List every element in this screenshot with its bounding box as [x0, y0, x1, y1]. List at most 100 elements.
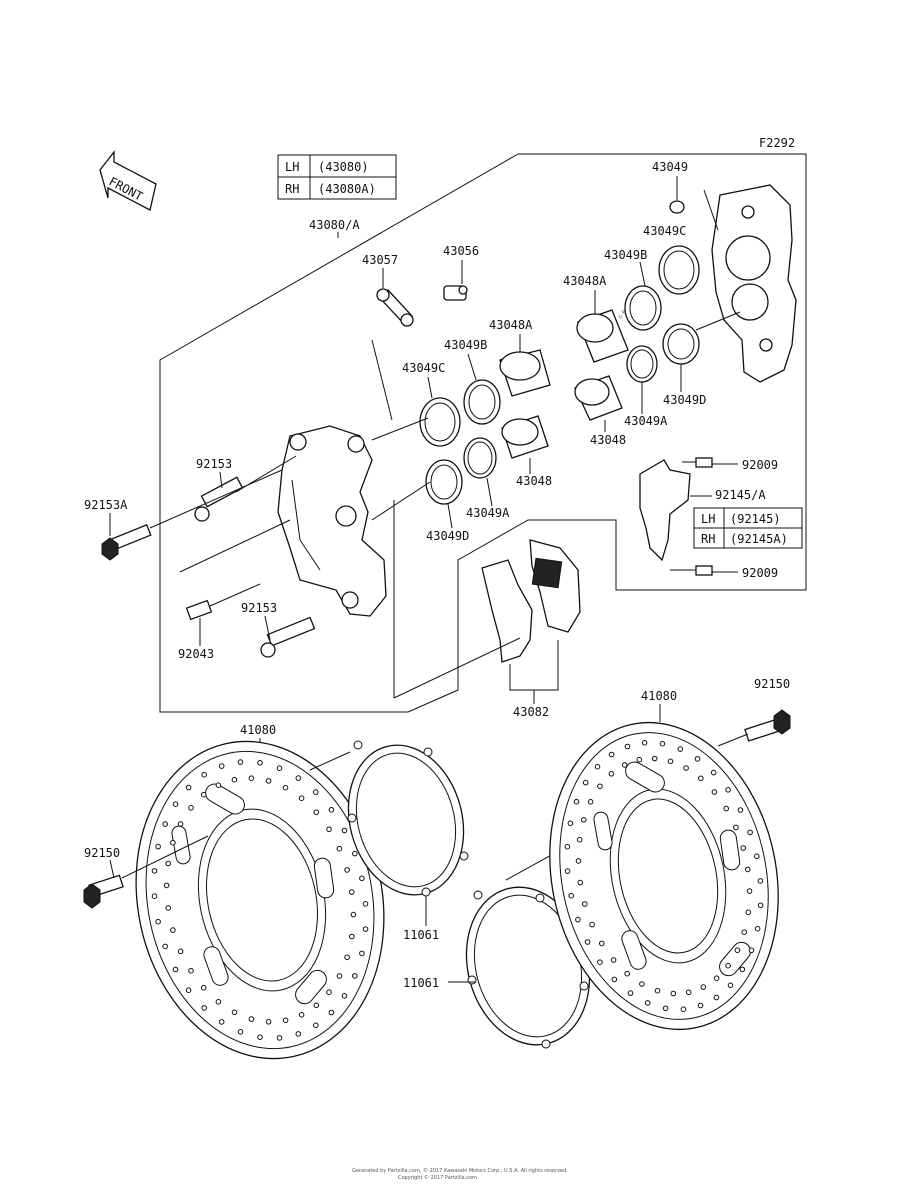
disc-perforation	[741, 929, 748, 936]
disc-perforation	[231, 1009, 238, 1016]
disc-perforation	[200, 791, 207, 798]
disc-perforation	[697, 1002, 704, 1009]
disc-perforation	[344, 867, 350, 873]
bleeder-cap-43056-icon	[443, 285, 468, 301]
caliper-lh-part: (43080)	[318, 160, 369, 174]
callout-92009-lower: 92009	[742, 566, 778, 580]
disc-perforation	[744, 866, 751, 873]
disc-perforation	[276, 765, 283, 772]
disc-perforation	[644, 1000, 651, 1006]
disc-perforation	[725, 787, 731, 793]
disc-perforation	[328, 1009, 335, 1016]
callout-43049c-right: 43049C	[643, 224, 686, 238]
disc-perforation	[624, 743, 631, 750]
disc-perforation	[748, 947, 755, 954]
disc-perforation	[231, 776, 238, 783]
cover-rh-part: (92145A)	[730, 532, 788, 546]
disc-perforation	[326, 826, 332, 833]
disc-perforation	[336, 973, 343, 979]
disc-perforation	[218, 1019, 225, 1025]
disc-perforation	[734, 947, 741, 954]
disc-perforation	[215, 782, 222, 789]
bolt-92153a-icon	[101, 524, 152, 561]
disc-perforation	[326, 989, 332, 996]
disc-perforation	[747, 829, 753, 836]
callout-92153a: 92153A	[84, 498, 128, 512]
cover-lh-part: (92145)	[730, 512, 781, 526]
disc-perforation	[611, 976, 618, 983]
disc-perforation	[151, 868, 158, 874]
footer-line-2: Copyright © 2017 Partzilla.com	[398, 1174, 477, 1181]
disc-perforation	[639, 981, 645, 987]
disc-perforation	[350, 911, 357, 918]
disc-perforation	[185, 784, 192, 791]
bolt-92153-upper-icon	[194, 476, 244, 522]
seal-43049-icon	[669, 200, 685, 214]
disc-perforation	[581, 817, 587, 823]
callout-43049d-left: 43049D	[426, 529, 469, 543]
disc-perforation	[257, 760, 263, 766]
disc-perforation	[359, 950, 365, 957]
disc-perforation	[177, 821, 184, 827]
disc-perforation	[757, 878, 764, 884]
disc-perforation	[201, 771, 207, 778]
disc-perforation	[757, 902, 764, 909]
disc-perforation	[651, 755, 658, 762]
disc-perforation	[162, 821, 168, 827]
disc-perforation	[627, 990, 634, 996]
disc-perforation	[341, 827, 348, 834]
callout-43057: 43057	[362, 253, 398, 267]
callout-11061-lower: 11061	[403, 976, 439, 990]
disc-perforation	[165, 860, 171, 867]
callout-43049a-right: 43049A	[624, 414, 668, 428]
disc-perforation	[713, 994, 720, 1001]
disc-perforation	[685, 989, 692, 996]
piston-43048-right-icon	[574, 375, 623, 421]
callout-43048a-right: 43048A	[563, 274, 607, 288]
disc-perforation	[188, 805, 194, 811]
disc-perforation	[313, 789, 319, 795]
disc-perforation	[201, 1005, 207, 1011]
disc-perforation	[282, 1017, 289, 1024]
disc-perforation	[313, 1002, 320, 1009]
caliper-rh-part: (43080A)	[318, 182, 376, 196]
disc-perforation	[694, 756, 701, 762]
disc-perforation	[575, 858, 582, 864]
disc-perforation	[700, 984, 707, 990]
disc-perforation	[733, 824, 739, 831]
cover-92145-icon	[639, 459, 691, 562]
disc-perforation	[237, 1029, 244, 1035]
disc-perforation	[727, 982, 734, 989]
disc-perforation	[336, 845, 343, 852]
disc-perforation	[662, 1005, 669, 1012]
callout-92009-upper: 92009	[742, 458, 778, 472]
disc-perforation	[151, 893, 158, 900]
disc-perforation	[172, 966, 179, 973]
callout-43049c-left: 43049C	[402, 361, 445, 375]
disc-perforation	[155, 843, 161, 850]
disc-perforation	[298, 1012, 305, 1018]
callout-43080a: 43080/A	[309, 218, 360, 232]
disc-perforation	[349, 933, 355, 940]
disc-perforation	[698, 775, 704, 782]
disc-perforation	[621, 762, 628, 768]
disc-perforation	[298, 795, 305, 802]
caliper-group-bracket	[159, 153, 807, 713]
disc-perforation	[746, 888, 753, 894]
callout-43049b-right: 43049B	[604, 248, 647, 262]
disc-perforation	[155, 918, 161, 925]
disc-perforation	[599, 940, 605, 947]
disc-perforation	[564, 843, 571, 850]
bolt-92150-left-icon	[83, 874, 124, 909]
callout-43048a-left: 43048A	[489, 318, 533, 332]
disc-perforation	[215, 999, 222, 1005]
caliper-rh-side: RH	[285, 182, 299, 196]
disc-perforation	[597, 959, 603, 966]
disc-perforation	[295, 1031, 302, 1037]
disc-perforation	[313, 809, 320, 816]
disc-perforation	[589, 921, 595, 928]
disc-perforation	[677, 746, 684, 752]
disc-perforation	[754, 925, 761, 932]
disc-perforation	[576, 836, 583, 843]
disc-perforation	[641, 740, 648, 746]
